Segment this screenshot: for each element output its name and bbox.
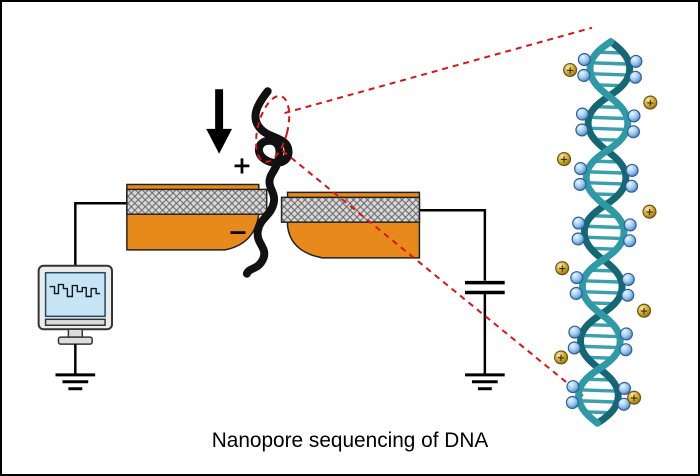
negative-polarity-label: − [228,218,248,246]
monitor-screen [44,271,106,318]
ground-symbol-right [465,373,505,391]
wire-right [419,208,487,281]
caption: Nanopore sequencing of DNA [212,429,489,452]
oscilloscope-monitor [37,264,114,375]
blue-ions [565,53,643,411]
left-electrode [126,183,268,251]
svg-text:+: + [558,264,567,275]
helix-strand-a [577,38,634,427]
positive-polarity-label: + [232,152,252,180]
svg-text:+: + [640,306,649,317]
monitor-stand [67,328,84,338]
zoom-lines [281,26,593,398]
right-electrode [280,191,421,259]
svg-text:+: + [645,207,654,218]
svg-text:+: + [630,393,639,404]
zoom-ellipse [255,95,291,163]
left-membrane-layer [126,188,268,215]
positive-ions: + + + + + + + + [554,62,658,405]
helix-strand-b [575,38,632,427]
svg-text:+: + [560,154,569,165]
dna-strand [242,87,293,278]
wire-left [74,202,127,266]
svg-text:+: + [646,98,655,109]
signal-trace [49,283,101,298]
ground-symbol-left [55,373,96,391]
monitor-base [57,336,93,345]
right-membrane-layer [280,196,421,223]
down-arrow-icon [206,89,232,154]
helix-rungs [582,50,627,415]
capacitor-symbol [465,280,505,375]
dna-helix: + + + + + + + + [554,38,658,427]
svg-text:+: + [566,65,575,76]
svg-text:+: + [557,353,566,364]
